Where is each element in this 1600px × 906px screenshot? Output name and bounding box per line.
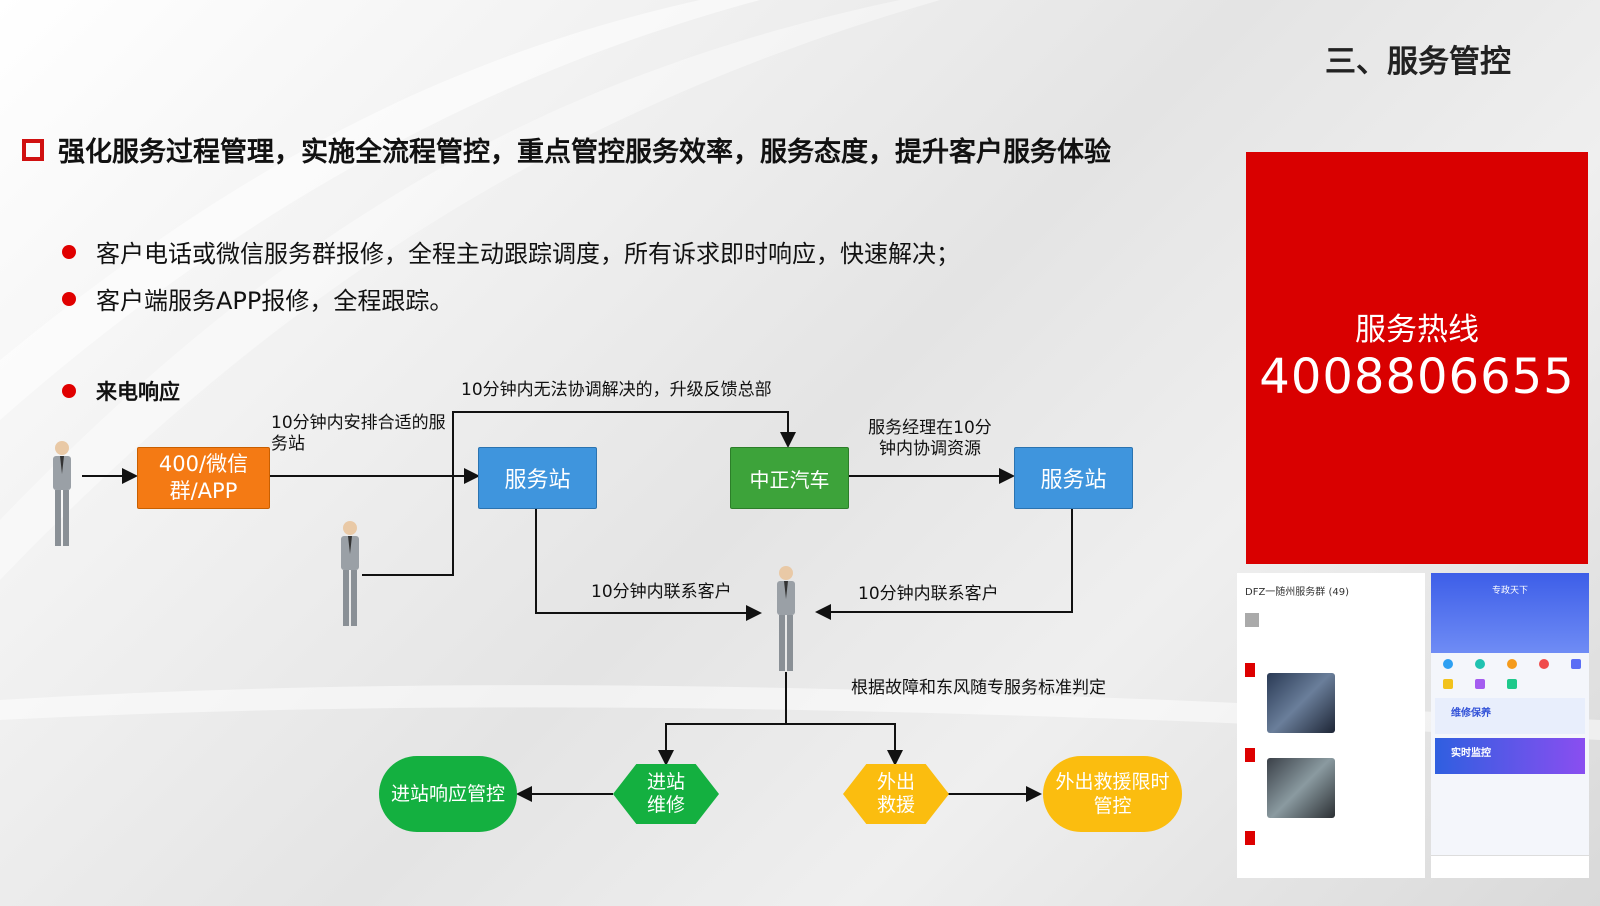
bullet-dot — [62, 244, 76, 259]
app-icon-grid — [1435, 659, 1589, 693]
node-station-2: 服务站 — [1014, 447, 1133, 509]
arrow-escalate — [362, 411, 796, 576]
app-banner-monitor: 实时监控 — [1435, 738, 1585, 774]
bullet-text: 客户端服务APP报修，全程跟踪。 — [96, 287, 454, 315]
app-screenshot: 专政天下 维修保养 实时监控 — [1431, 573, 1589, 878]
hotline-panel: 服务热线 4008806655 — [1246, 152, 1588, 564]
headline-text: 强化服务过程管理，实施全流程管控，重点管控服务效率，服务态度，提升客户服务体验 — [58, 137, 1111, 168]
wechat-screenshot: DFZ一随州服务群 (49) — [1237, 573, 1425, 878]
node-out-rescue: 外出救援 — [843, 764, 949, 824]
arrow-to-rescue — [786, 723, 903, 766]
headline: 强化服务过程管理，实施全流程管控，重点管控服务效率，服务态度，提升客户服务体验 — [22, 130, 1111, 169]
app-icon — [1539, 659, 1549, 669]
edge-label-contact-left: 10分钟内联系客户 — [591, 582, 732, 602]
wechat-title: DFZ一随州服务群 (49) — [1245, 587, 1350, 598]
avatar — [1245, 748, 1255, 762]
edge-label-contact-right: 10分钟内联系客户 — [858, 584, 999, 604]
node-zhongzheng: 中正汽车 — [730, 447, 849, 509]
customer-figure-3 — [777, 566, 795, 671]
app-icon — [1475, 659, 1485, 669]
arrow-to-repair — [658, 672, 787, 766]
bullet-dot — [62, 384, 76, 398]
dashboard-photo — [1267, 673, 1335, 733]
app-icon — [1443, 659, 1453, 669]
bullet-dot — [62, 291, 76, 306]
section-label-text: 来电响应 — [96, 380, 180, 404]
customer-figure-1 — [53, 441, 71, 546]
dashboard-photo — [1267, 758, 1335, 818]
app-banner-maintenance: 维修保养 — [1435, 698, 1585, 734]
hotline-label: 服务热线 — [1355, 312, 1479, 348]
node-channel: 400/微信群/APP — [137, 447, 270, 509]
avatar — [1245, 663, 1255, 677]
bullet-text: 客户电话或微信服务群报修，全程主动跟踪调度，所有诉求即时响应，快速解决； — [96, 240, 960, 268]
headline-marker — [22, 138, 44, 161]
app-icon — [1507, 679, 1517, 689]
customer-figure-2 — [341, 521, 359, 626]
bullet-item: 客户端服务APP报修，全程跟踪。 — [62, 281, 453, 316]
app-header: 专政天下 — [1431, 573, 1589, 653]
hotline-number: 4008806655 — [1259, 349, 1575, 405]
arrow-contact-left — [535, 506, 762, 621]
arrow-contact-right — [815, 506, 1073, 620]
app-tab-bar — [1431, 855, 1589, 878]
section-label: 来电响应 — [62, 376, 180, 406]
app-icon — [1475, 679, 1485, 689]
avatar — [1245, 831, 1255, 845]
bullet-item: 客户电话或微信服务群报修，全程主动跟踪调度，所有诉求即时响应，快速解决； — [62, 234, 960, 269]
page-title: 三、服务管控 — [1325, 44, 1511, 80]
avatar — [1245, 613, 1259, 627]
node-in-repair: 进站维修 — [613, 764, 719, 824]
edge-label-coordinate: 服务经理在10分钟内协调资源 — [868, 418, 992, 459]
app-icon — [1507, 659, 1517, 669]
node-station-1: 服务站 — [478, 447, 597, 509]
node-in-control: 进站响应管控 — [379, 756, 517, 832]
node-out-control: 外出救援限时管控 — [1043, 756, 1182, 832]
edge-label-arrange: 10分钟内安排合适的服务站 — [271, 413, 446, 454]
app-icon — [1571, 659, 1581, 669]
edge-label-judge: 根据故障和东风随专服务标准判定 — [851, 678, 1106, 698]
edge-label-escalate: 10分钟内无法协调解决的，升级反馈总部 — [461, 380, 772, 400]
app-icon — [1443, 679, 1453, 689]
